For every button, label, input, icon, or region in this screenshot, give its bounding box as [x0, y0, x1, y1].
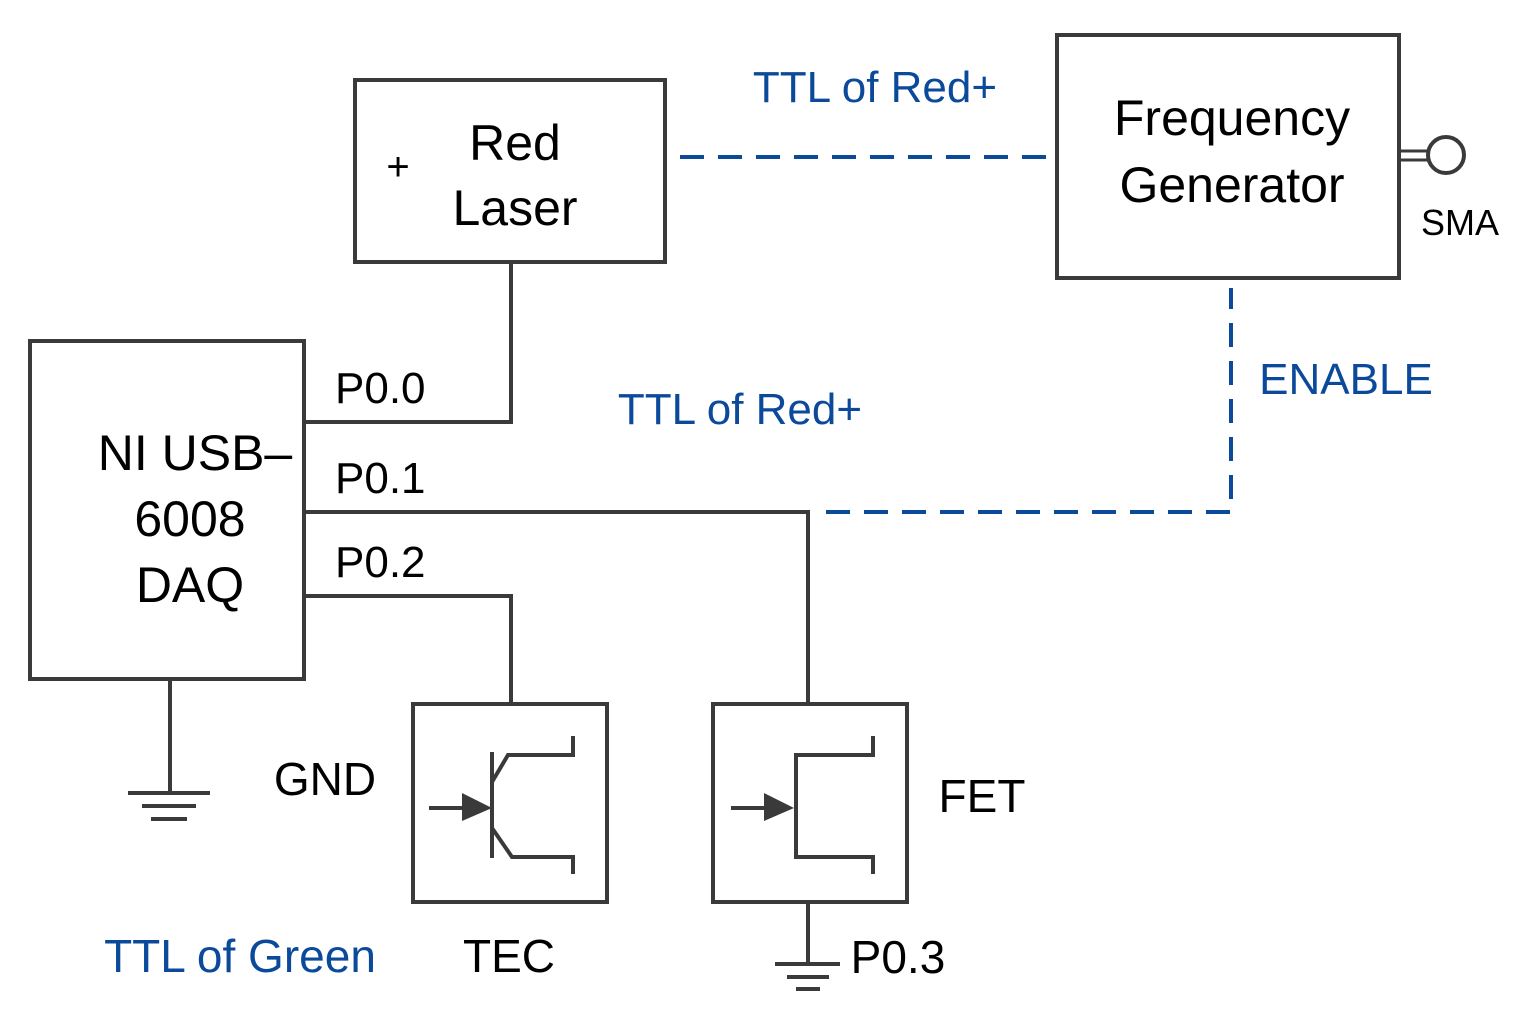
ttl-red-label-mid: TTL of Red+: [618, 385, 862, 434]
ttl-red-label-top: TTL of Red+: [753, 63, 997, 112]
red-laser-box: [353, 78, 667, 264]
frequency-generator-label-line1: Frequency: [1114, 90, 1350, 146]
red-laser-polarity: +: [386, 145, 409, 189]
daq-block: NI USB– 6008 DAQ: [28, 339, 306, 681]
wire-p01-to-fet: [304, 510, 810, 704]
frequency-generator-box: [1055, 33, 1401, 280]
daq-label-line1: NI USB–: [98, 425, 293, 481]
pin-label-p03: P0.3: [851, 931, 946, 983]
frequency-generator-block: Frequency Generator SMA: [1055, 33, 1499, 280]
sma-connector-icon: [1399, 135, 1466, 175]
daq-box: [28, 339, 306, 681]
fet-block: FET: [711, 702, 1026, 904]
fet-label: FET: [939, 770, 1026, 822]
ground-icon: [128, 679, 210, 821]
red-laser-label-line1: Red: [469, 115, 561, 171]
wire-p00-to-laser: [304, 262, 513, 424]
pin-label-p00: P0.0: [335, 364, 426, 413]
tec-label: TEC: [463, 930, 555, 982]
daq-label-line2: 6008: [134, 491, 245, 547]
pin-label-p01: P0.1: [335, 454, 426, 503]
daq-label-line3: DAQ: [136, 557, 244, 613]
sma-label: SMA: [1421, 202, 1499, 243]
enable-label: ENABLE: [1259, 355, 1433, 404]
tec-block: TEC: [411, 702, 609, 982]
bjt-transistor-icon: [429, 736, 575, 874]
enable-signal-line: [826, 288, 1233, 514]
ttl-green-label: TTL of Green: [104, 930, 376, 982]
pin-label-p02: P0.2: [335, 538, 426, 587]
red-laser-block: + Red Laser: [353, 78, 667, 264]
red-laser-label-line2: Laser: [452, 180, 577, 236]
gnd-label: GND: [274, 753, 376, 805]
fet-ground-icon: [775, 902, 840, 991]
fet-transistor-icon: [731, 736, 875, 874]
fet-box: [711, 702, 909, 904]
frequency-generator-label-line2: Generator: [1119, 157, 1344, 213]
wire-p02-to-tec: [304, 594, 513, 704]
tec-box: [411, 702, 609, 904]
